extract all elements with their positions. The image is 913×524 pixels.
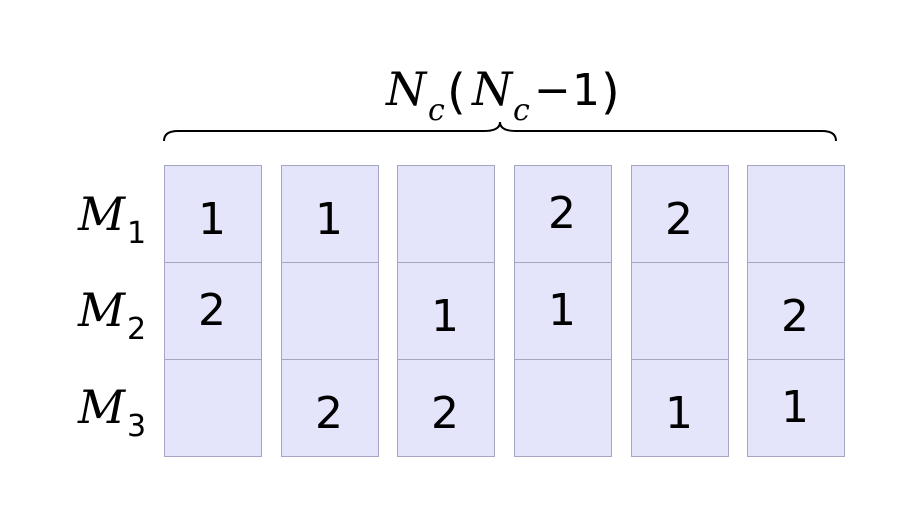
cell-value: 1 xyxy=(665,388,693,439)
title-operator: − xyxy=(534,65,571,116)
grid-cell xyxy=(164,359,262,457)
title-subscript: c xyxy=(428,93,445,128)
column-count-label: N c ( N c − 1 ) xyxy=(385,62,620,128)
horizontal-brace xyxy=(163,121,837,142)
grid-column: 12 xyxy=(164,165,262,457)
row-label-symbol: M xyxy=(77,283,127,337)
row-label-symbol: M xyxy=(77,380,127,434)
grid-cell xyxy=(397,165,495,263)
row-label-subscript: 1 xyxy=(127,216,146,251)
grid-cell xyxy=(281,165,379,263)
grid-cell xyxy=(631,359,729,457)
grid-cell xyxy=(514,359,612,457)
cell-value: 1 xyxy=(781,382,809,433)
cell-value: 1 xyxy=(198,194,226,245)
title-open-paren: ( xyxy=(447,64,466,120)
grid-cell xyxy=(747,165,845,263)
cell-value: 1 xyxy=(431,291,459,342)
title-constant: 1 xyxy=(572,65,600,116)
cell-value: 2 xyxy=(665,194,693,245)
cell-value: 2 xyxy=(431,388,459,439)
grid-cell xyxy=(281,359,379,457)
grid-cell xyxy=(514,262,612,360)
grid-cell xyxy=(164,262,262,360)
cell-value: 1 xyxy=(548,285,576,336)
title-inner-subscript: c xyxy=(513,93,530,128)
grid-cell xyxy=(164,165,262,263)
grid-column: 21 xyxy=(514,165,612,457)
grid-cell xyxy=(747,359,845,457)
cell-value: 2 xyxy=(781,291,809,342)
grid-cell xyxy=(281,262,379,360)
row-label-subscript: 3 xyxy=(127,409,146,444)
grid-cell xyxy=(631,262,729,360)
grid-column: 12 xyxy=(281,165,379,457)
row-label-subscript: 2 xyxy=(127,312,146,347)
cell-value: 2 xyxy=(198,285,226,336)
grid-cell xyxy=(747,262,845,360)
grid-cell xyxy=(397,262,495,360)
title-close-paren: ) xyxy=(601,64,620,120)
cell-value: 2 xyxy=(315,388,343,439)
title-symbol: N xyxy=(385,62,428,116)
cell-value: 2 xyxy=(548,188,576,239)
grid-column: 21 xyxy=(631,165,729,457)
grid-cell xyxy=(397,359,495,457)
grid-column: 21 xyxy=(747,165,845,457)
title-inner-symbol: N xyxy=(471,62,514,116)
cell-value: 1 xyxy=(315,194,343,245)
row-label-symbol: M xyxy=(77,187,127,241)
grid-column: 12 xyxy=(397,165,495,457)
